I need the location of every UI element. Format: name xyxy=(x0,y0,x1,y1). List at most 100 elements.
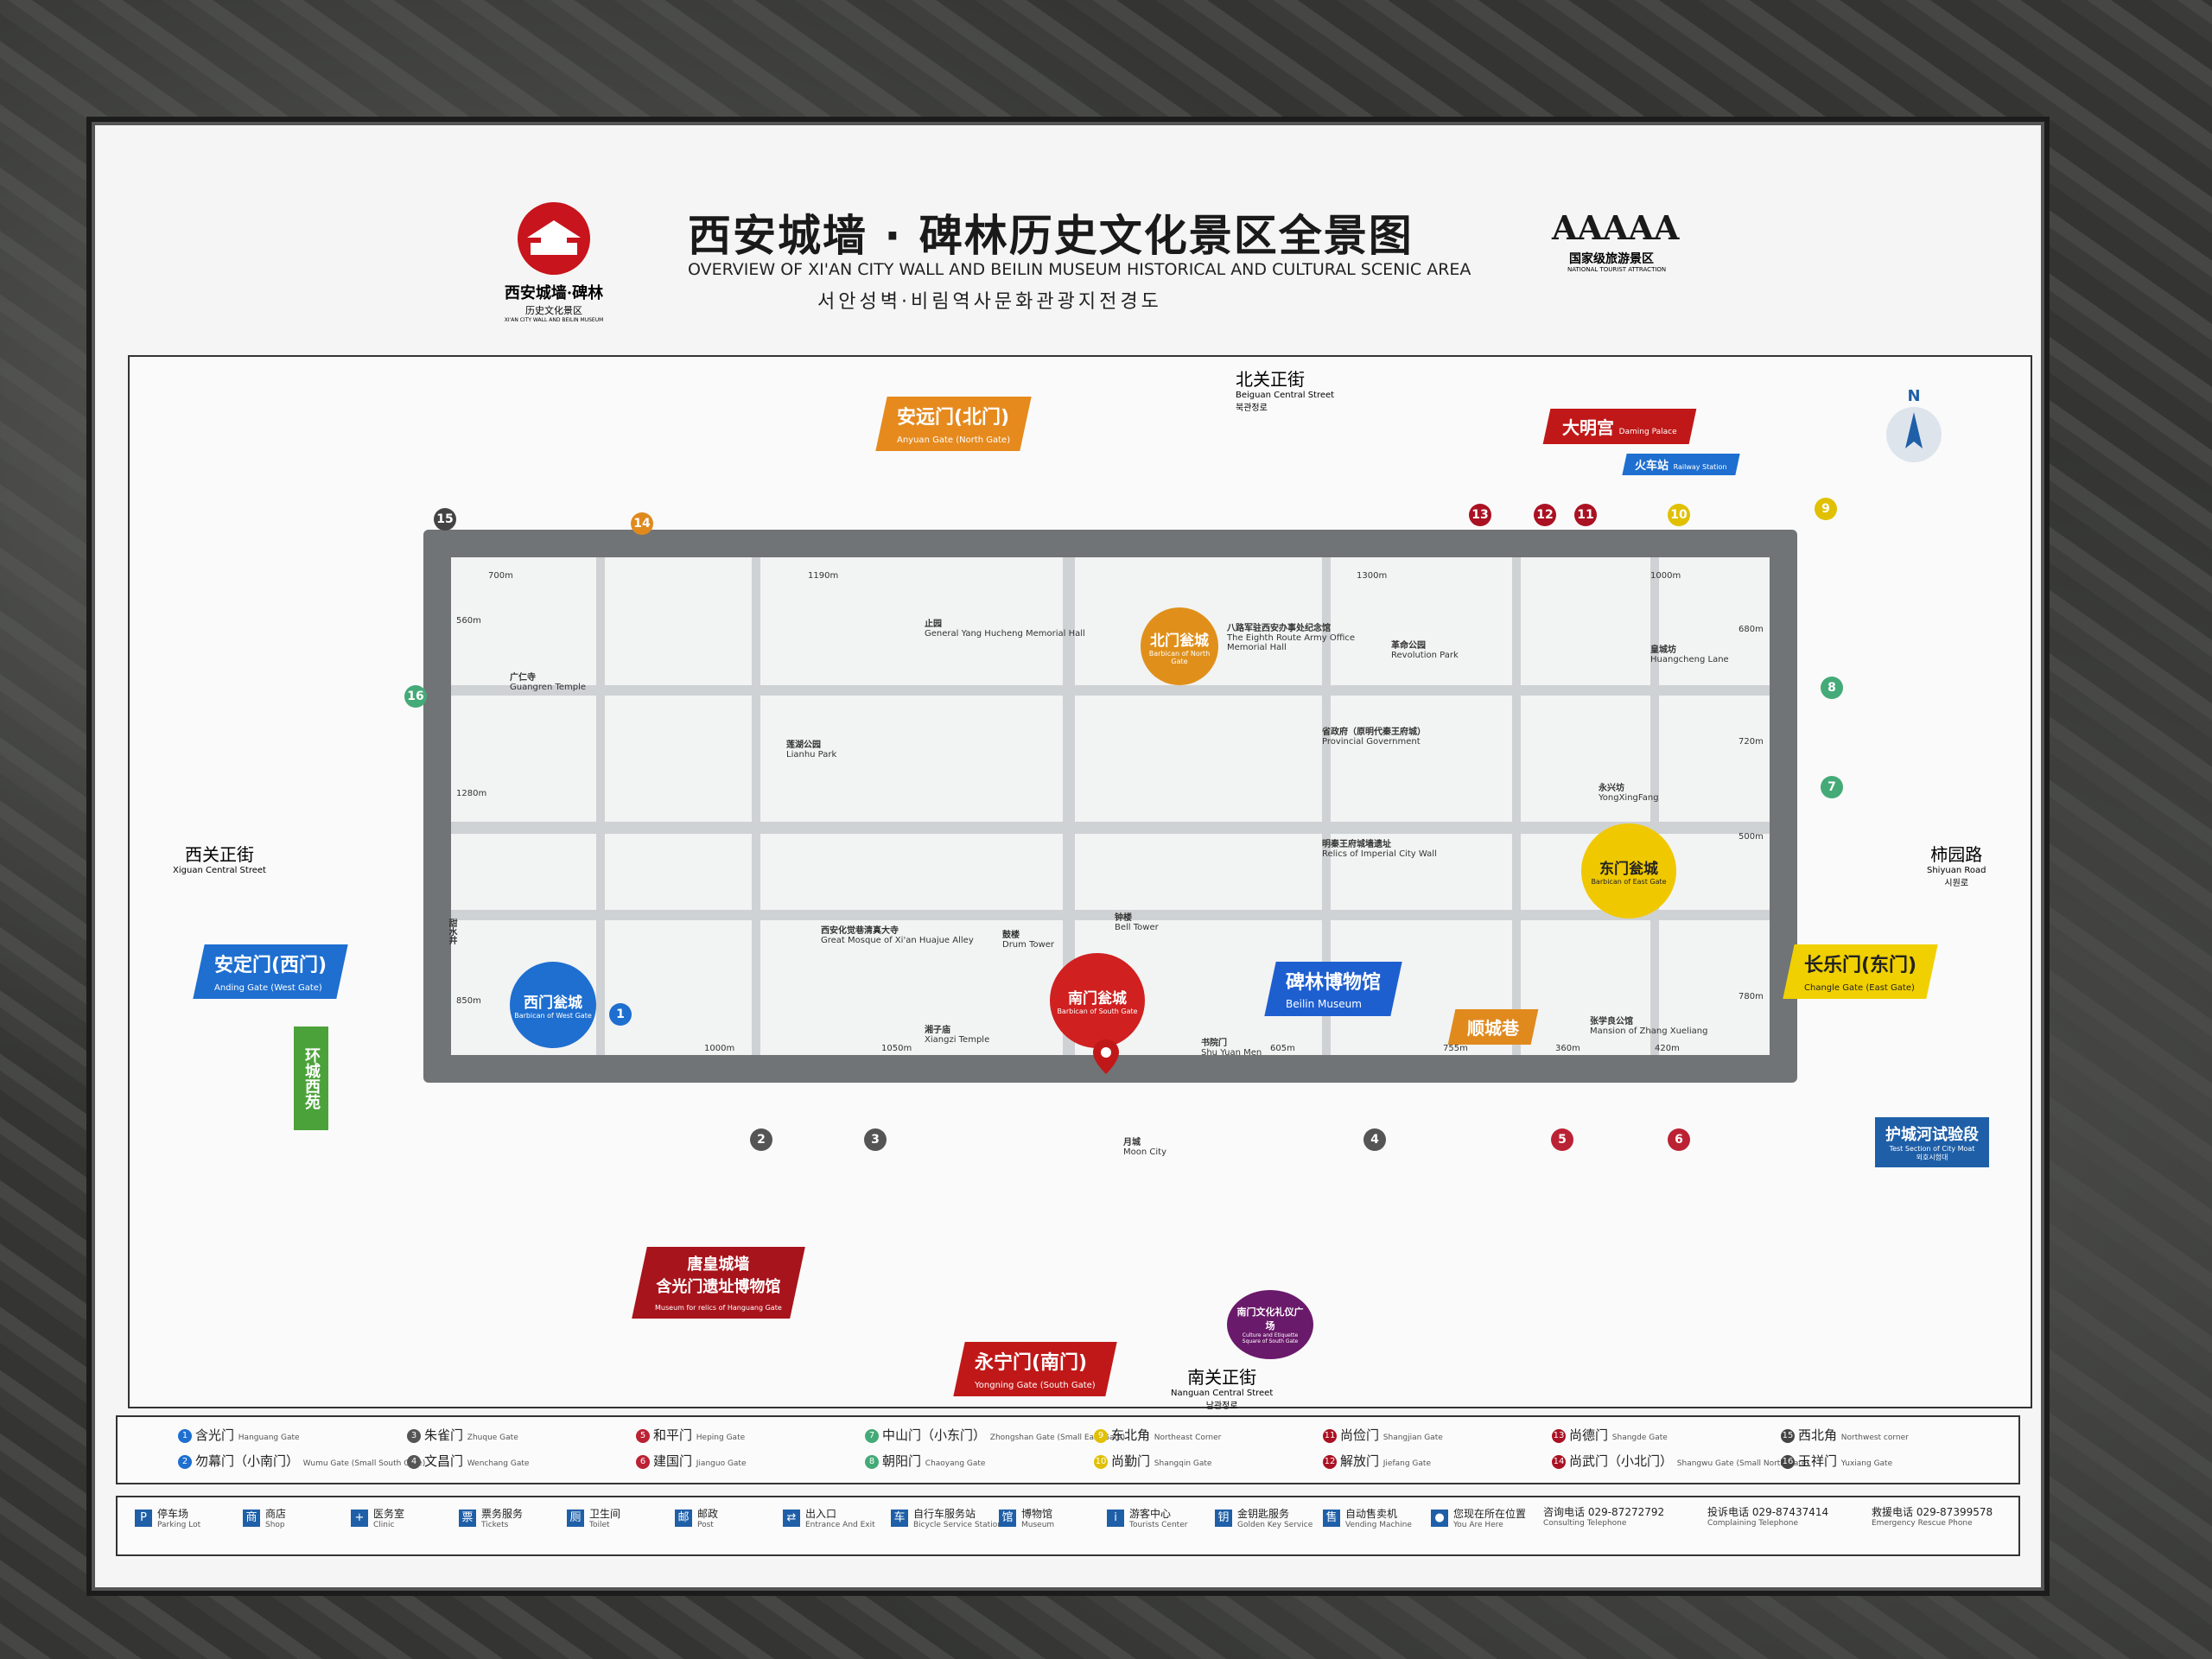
distance-label: 1050m xyxy=(881,1044,912,1053)
legend-gate-number: 9 xyxy=(1094,1428,1108,1443)
tang-wall-en: Museum for relics of Hanguang Gate xyxy=(655,1304,782,1312)
wall-point-badge[interactable]: 14 xyxy=(631,512,653,535)
wall-point-badge[interactable]: 1 xyxy=(609,1003,632,1026)
legend-gate-number: 14 xyxy=(1552,1454,1566,1469)
legend-gate-en: Shangwu Gate (Small North Gate) xyxy=(1676,1459,1809,1468)
facility-icon: i xyxy=(1107,1509,1124,1527)
wall-point-badge[interactable]: 13 xyxy=(1469,504,1491,526)
south-gate-square[interactable]: 南门文化礼仪广场 Culture and Etiquette Square of… xyxy=(1227,1290,1313,1359)
wall-point-badge[interactable]: 10 xyxy=(1668,504,1690,526)
wall-point-badge[interactable]: 12 xyxy=(1534,504,1556,526)
lianhu-en: Lianhu Park xyxy=(786,750,837,760)
mosque-en: Great Mosque of Xi'an Huajue Alley xyxy=(821,936,974,945)
wall-point-badge[interactable]: 6 xyxy=(1668,1128,1690,1151)
wall-point-badge[interactable]: 11 xyxy=(1574,504,1597,526)
south-gate-label[interactable]: 永宁门(南门)Yongning Gate (South Gate) xyxy=(953,1342,1117,1396)
wall-point-badge[interactable]: 4 xyxy=(1363,1128,1386,1151)
facility-zh: 您现在所在位置 xyxy=(1453,1508,1527,1520)
legend-gate-en: Chaoyang Gate xyxy=(925,1459,986,1468)
legend-gate-number: 2 xyxy=(178,1454,192,1469)
legend-gate-en: Heping Gate xyxy=(696,1433,746,1442)
rating-english: NATIONAL TOURIST ATTRACTION xyxy=(1567,266,1667,273)
huancheng-west-park[interactable]: 环城西苑 xyxy=(294,1027,328,1130)
north-barbican[interactable]: 北门瓮城 Barbican of North Gate xyxy=(1141,607,1218,685)
north-barbican-en: Barbican of North Gate xyxy=(1148,649,1211,665)
beilin-en: Beilin Museum xyxy=(1286,998,1362,1010)
wall-point-badge[interactable]: 8 xyxy=(1821,677,1843,699)
wall-point-badge[interactable]: 2 xyxy=(750,1128,772,1151)
wall-point-badge[interactable]: 15 xyxy=(434,508,456,531)
compass: N xyxy=(1884,387,1944,465)
provincial-government[interactable]: 省政府（原明代秦王府城）Provincial Government xyxy=(1322,724,1426,747)
wall-point-badge[interactable]: 5 xyxy=(1551,1128,1573,1151)
map-frame: N 安远门(北门)Anyuan Gate (North Gate) 安定门(西门… xyxy=(128,355,2032,1411)
wall-point-badge[interactable]: 7 xyxy=(1821,776,1843,798)
rating-chinese: 国家级旅游景区 xyxy=(1569,252,1654,266)
legend-gate-en: Jiefang Gate xyxy=(1382,1459,1431,1468)
phone-en: Consulting Telephone xyxy=(1543,1519,1627,1528)
shuncheng-lane-label[interactable]: 顺城巷 xyxy=(1447,1009,1539,1045)
daming-palace-label[interactable]: 大明宫 Daming Palace xyxy=(1542,409,1696,444)
drum-tower-zh: 鼓楼 xyxy=(1002,931,1020,940)
north-street-zh: 北关正街 xyxy=(1236,369,1305,390)
legend-gate-en: Zhongshan Gate (Small East Gate) xyxy=(989,1433,1126,1442)
railway-station-label[interactable]: 火车站 Railway Station xyxy=(1622,454,1740,475)
moat-test-section[interactable]: 护城河试验段 Test Section of City Moat 외호시험대 xyxy=(1875,1117,1989,1167)
road-v3 xyxy=(1063,557,1075,1055)
west-gate-label[interactable]: 安定门(西门)Anding Gate (West Gate) xyxy=(193,944,348,999)
geming-en: Revolution Park xyxy=(1391,651,1459,660)
legend-gate-number: 13 xyxy=(1552,1428,1566,1443)
east-barbican[interactable]: 东门瓮城 Barbican of East Gate xyxy=(1581,823,1676,918)
legend-gate-zh: 勿幕门（小南门） xyxy=(195,1453,303,1469)
map-title-english: OVERVIEW OF XI'AN CITY WALL AND BEILIN M… xyxy=(688,260,1471,279)
wall-point-badge[interactable]: 9 xyxy=(1815,498,1837,520)
east-gate-label[interactable]: 长乐门(东门)Changle Gate (East Gate) xyxy=(1783,944,1938,999)
wall-point-badge[interactable]: 3 xyxy=(864,1128,887,1151)
legend-gate-en: Northeast Corner xyxy=(1154,1433,1222,1442)
facility-zh: 自行车服务站 xyxy=(913,1508,976,1520)
south-street-ko: 남관정로 xyxy=(1205,1402,1238,1411)
east-street: 柿园路 Shiyuan Road 시원로 xyxy=(1927,841,1986,888)
gate-tower-logo-icon xyxy=(518,202,590,275)
tang-wall-zh1: 唐皇城墙 xyxy=(687,1255,750,1274)
south-barbican[interactable]: 南门瓮城 Barbican of South Gate xyxy=(1050,953,1145,1048)
legend-gate-zh: 朱雀门 xyxy=(424,1427,467,1443)
facility-en: Parking Lot xyxy=(157,1521,201,1529)
geming-zh: 革命公园 xyxy=(1391,641,1426,651)
tianshui-well[interactable]: 甜水井 xyxy=(445,918,458,944)
road-v1 xyxy=(596,557,605,1055)
legend-gate-zh: 朝阳门 xyxy=(882,1453,925,1469)
facility-zh: 卫生间 xyxy=(589,1508,621,1520)
wall-point-badge[interactable]: 16 xyxy=(404,685,427,708)
west-barbican[interactable]: 西门瓮城 Barbican of West Gate xyxy=(510,962,596,1048)
facility-en: Shop xyxy=(265,1521,285,1529)
north-gate-label[interactable]: 安远门(北门)Anyuan Gate (North Gate) xyxy=(875,397,1032,451)
